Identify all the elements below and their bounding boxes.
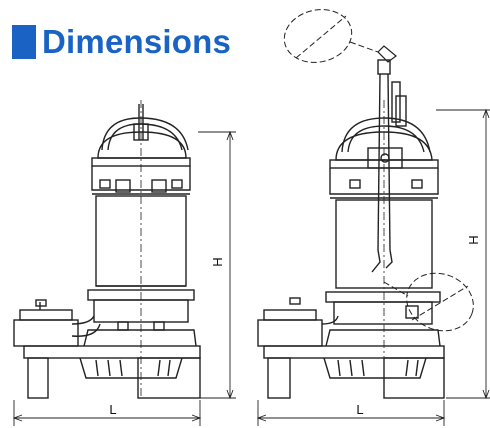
- discharge-flange-standard: [13, 299, 101, 347]
- length-dimension-float: [256, 400, 446, 426]
- height-dimension-float: [436, 108, 490, 400]
- motor-top-standard: [97, 131, 187, 159]
- float-rod: [371, 59, 407, 273]
- section-marker: [12, 25, 36, 59]
- length-label-standard: L: [109, 402, 116, 417]
- length-dimension-standard: [12, 400, 202, 426]
- height-label-standard: H: [210, 257, 225, 266]
- pump-view-standard: H L: [12, 100, 236, 426]
- float-ball-lower: [383, 272, 474, 332]
- float-ball-upper: [283, 9, 379, 63]
- pump-stand-float: [263, 329, 445, 399]
- discharge-flange-float: [257, 297, 339, 347]
- length-label-float: L: [356, 402, 363, 417]
- pump-stand-standard: [23, 321, 201, 399]
- lifting-handle-standard: [101, 117, 189, 151]
- section-title: Dimensions: [42, 23, 232, 60]
- height-dimension-standard: [198, 130, 236, 400]
- section-header: Dimensions: [0, 22, 231, 62]
- pump-view-float: H L: [256, 9, 490, 426]
- height-label-float: H: [466, 235, 481, 244]
